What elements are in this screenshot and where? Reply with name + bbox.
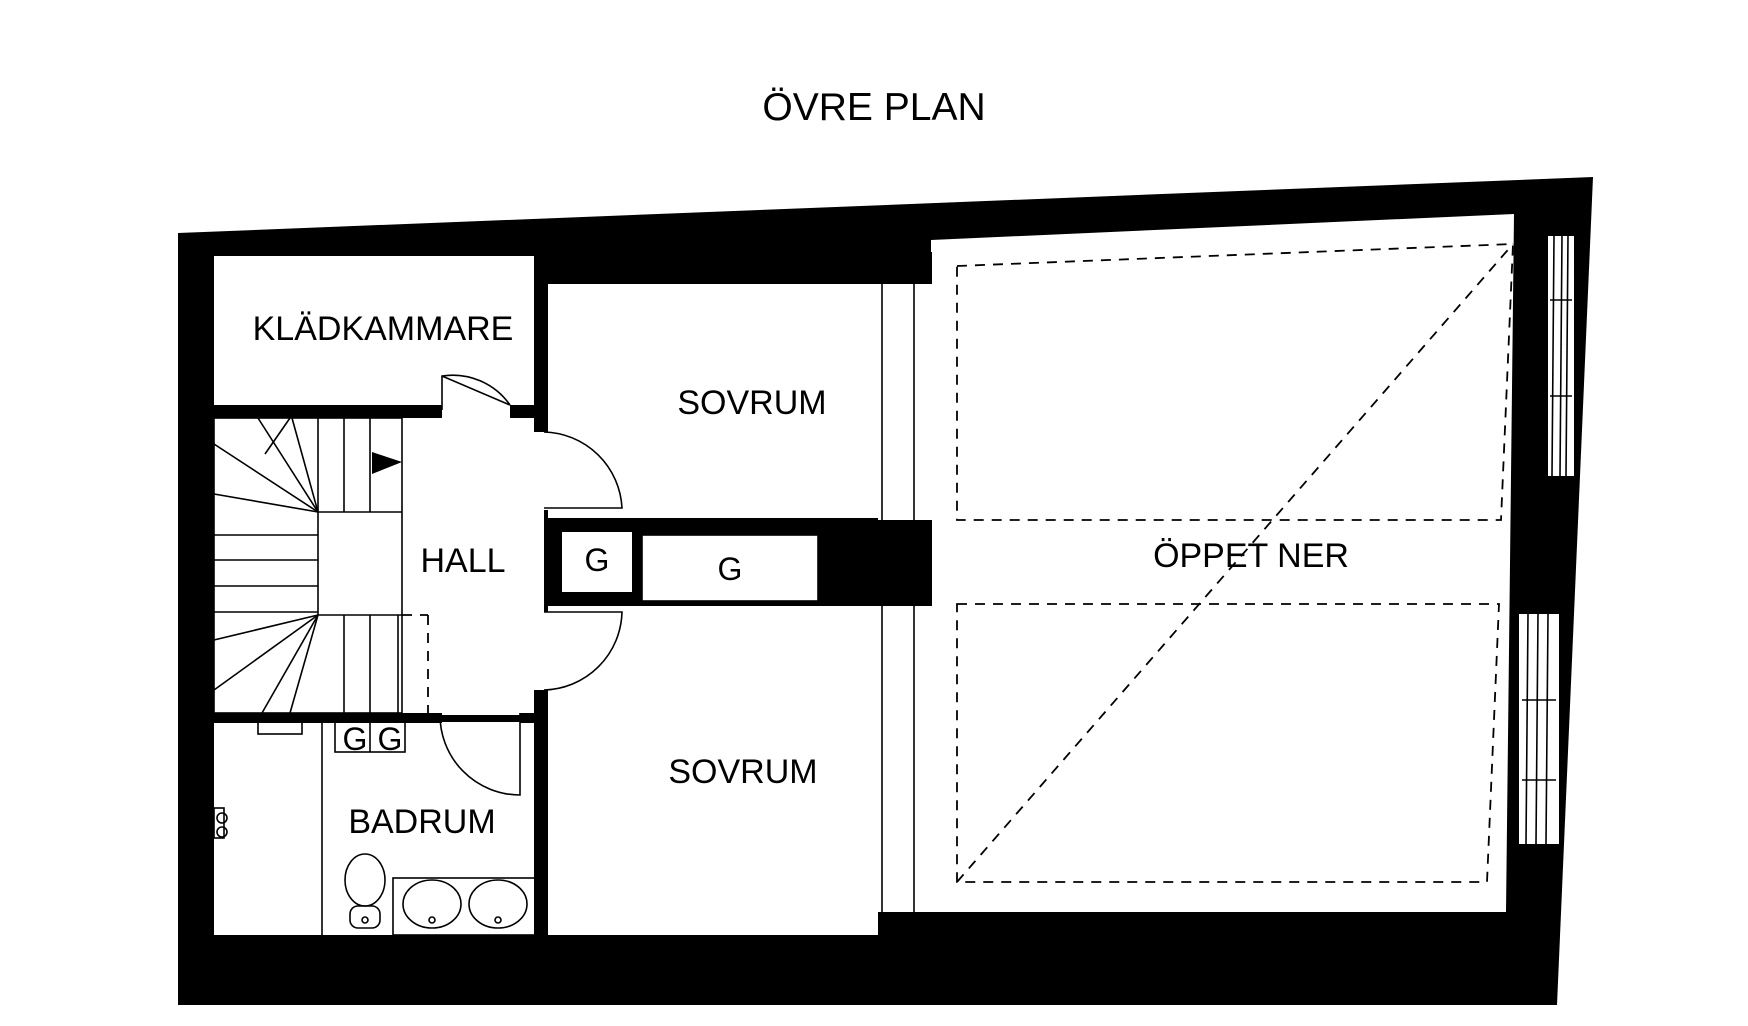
central-core (544, 520, 932, 606)
room-label-hall: HALL (420, 542, 505, 580)
room-label-sovrum-top: SOVRUM (677, 384, 826, 422)
sink-icon (402, 879, 462, 929)
closet-label-g-bath-2: G (378, 721, 403, 757)
closet-label-g-small: G (585, 542, 610, 578)
closet-labels: G G G G (343, 542, 743, 757)
plan-title: ÖVRE PLAN (762, 86, 985, 129)
sink-icon (468, 879, 528, 929)
toilet-icon (344, 853, 386, 929)
room-labels: KLÄDKAMMARE SOVRUM HALL SOVRUM BADRUM ÖP… (253, 310, 1349, 841)
room-label-sovrum-bottom: SOVRUM (668, 753, 817, 791)
closet-label-g-bath-1: G (343, 721, 368, 757)
interior-spaces (214, 214, 1514, 935)
shower-icon (213, 807, 228, 839)
room-label-badrum: BADRUM (348, 803, 495, 841)
bathroom-fixtures (213, 721, 541, 936)
windows (1519, 235, 1574, 845)
stair-direction-arrow-icon (372, 452, 402, 474)
room-label-kladkammare: KLÄDKAMMARE (253, 310, 514, 348)
interior-walls (202, 252, 932, 935)
open-below-markings (956, 243, 1514, 883)
closet-label-g-wide: G (718, 551, 743, 587)
room-label-oppet-ner: ÖPPET NER (1153, 537, 1349, 575)
partitions (881, 284, 915, 912)
